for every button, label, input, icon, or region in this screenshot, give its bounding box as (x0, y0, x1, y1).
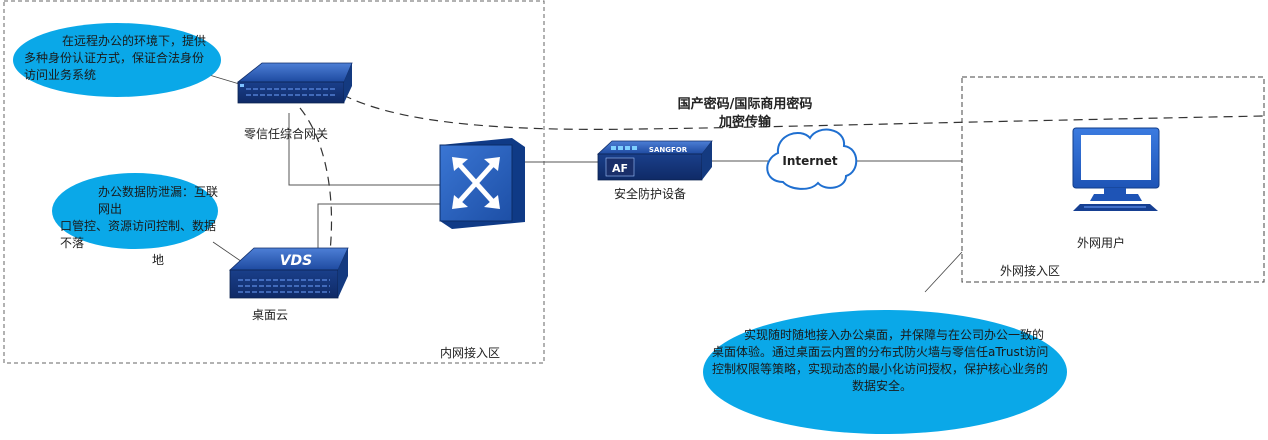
encryption-label: 国产密码/国际商用密码 加密传输 (650, 96, 840, 132)
gateway-callout-line: 访问业务系统 (24, 68, 97, 82)
leak-callout-text: 办公数据防泄漏：互联网出 口管控、资源访问控制、数据不落 地 (60, 184, 220, 269)
callout-gateway-bubble (13, 23, 221, 97)
internet-label: Internet (782, 154, 837, 168)
encryption-line-1: 国产密码/国际商用密码 (677, 97, 813, 112)
connection-lines (288, 113, 962, 272)
internal-zone-label: 内网接入区 (440, 346, 501, 360)
af-badge: AF (612, 162, 628, 175)
leak-callout-line: 口管控、资源访问控制、数据不落 (60, 219, 217, 250)
external-zone-box (961, 76, 1265, 283)
callout-pointer-desktop (924, 251, 963, 293)
sangfor-brand: SANGFOR (649, 146, 688, 154)
internet-cloud-icon (766, 128, 858, 190)
desktop-cloud-label: 桌面云 (252, 308, 289, 322)
leak-callout-line: 办公数据防泄漏：互联网出 (98, 185, 219, 216)
encrypted-tunnel-line (342, 94, 1265, 130)
core-switch-icon (439, 138, 525, 229)
computer-icon (1072, 127, 1160, 211)
gateway-device-icon (236, 62, 353, 104)
line-gateway-switch (288, 113, 440, 186)
gateway-label: 零信任综合网关 (244, 127, 329, 141)
desktop-cloud-device-icon (228, 247, 349, 299)
callout-desktop-bubble (703, 310, 1067, 434)
desktop-callout-text: 实现随时随地接入办公桌面，并保障与在公司办公一致的 桌面体验。通过桌面云内置的分… (712, 327, 1062, 395)
gateway-desktop-dashed-line (299, 107, 333, 269)
gateway-callout-text: 在远程办公的环境下，提供 多种身份认证方式，保证合法身份 访问业务系统 (24, 33, 224, 84)
internal-zone-box (3, 0, 545, 364)
security-device-icon (596, 140, 713, 181)
desktop-callout-line: 数据安全。 (852, 379, 913, 393)
callout-leak-bubble (52, 173, 218, 249)
external-zone-label: 外网接入区 (1000, 264, 1061, 278)
vds-badge: VDS (280, 253, 313, 269)
leak-callout-line: 地 (152, 253, 165, 267)
gateway-callout-line: 多种身份认证方式，保证合法身份 (24, 51, 205, 65)
desktop-callout-line: 桌面体验。通过桌面云内置的分布式防火墙与零信任aTrust访问 (712, 345, 1049, 359)
external-user-label: 外网用户 (1077, 236, 1126, 250)
encryption-line-2: 加密传输 (718, 115, 771, 130)
gateway-callout-line: 在远程办公的环境下，提供 (62, 34, 207, 48)
desktop-callout-line: 控制权限等策略，实现动态的最小化访问授权，保护核心业务的 (712, 362, 1049, 376)
security-device-label: 安全防护设备 (614, 187, 687, 201)
desktop-callout-line: 实现随时随地接入办公桌面，并保障与在公司办公一致的 (744, 328, 1045, 342)
